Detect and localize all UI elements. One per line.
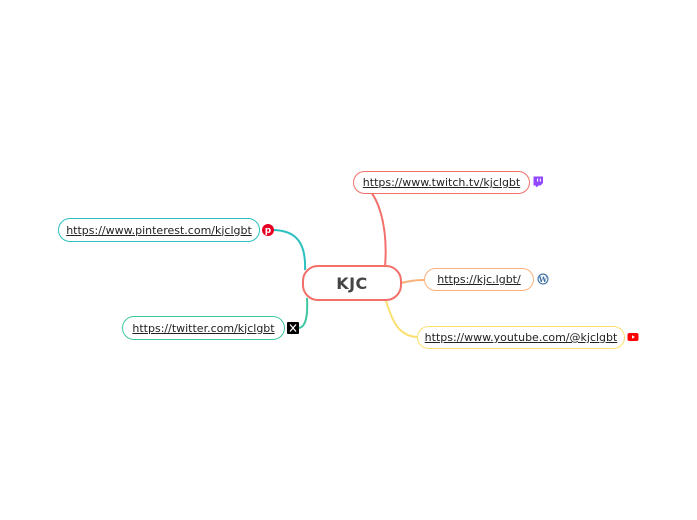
- website-link[interactable]: https://kjc.lgbt/: [437, 273, 521, 286]
- connector-youtube: [385, 300, 418, 338]
- svg-text:W: W: [538, 275, 548, 284]
- connector-website: [400, 279, 425, 284]
- branch-twitter[interactable]: https://twitter.com/kjclgbt: [122, 316, 285, 340]
- pinterest-icon[interactable]: p: [262, 224, 274, 236]
- branch-youtube[interactable]: https://www.youtube.com/@kjclgbt: [417, 326, 625, 349]
- svg-text:p: p: [265, 226, 272, 236]
- youtube-icon[interactable]: [627, 331, 639, 343]
- pinterest-link[interactable]: https://www.pinterest.com/kjclgbt: [66, 223, 252, 237]
- branch-website[interactable]: https://kjc.lgbt/: [424, 268, 534, 291]
- branch-pinterest[interactable]: https://www.pinterest.com/kjclgbt: [58, 218, 260, 242]
- youtube-link[interactable]: https://www.youtube.com/@kjclgbt: [424, 331, 618, 344]
- wordpress-icon[interactable]: W: [537, 273, 549, 285]
- connector-twitch: [353, 181, 387, 268]
- twitter-link[interactable]: https://twitter.com/kjclgbt: [132, 321, 275, 335]
- x-icon[interactable]: [287, 322, 299, 334]
- central-topic[interactable]: KJC: [302, 265, 402, 301]
- twitch-icon[interactable]: [532, 176, 544, 188]
- twitch-link[interactable]: https://www.twitch.tv/kjclgbt: [362, 176, 521, 189]
- branch-twitch[interactable]: https://www.twitch.tv/kjclgbt: [353, 171, 530, 194]
- central-topic-label: KJC: [336, 273, 368, 293]
- connector-pinterest: [271, 229, 307, 271]
- connector-twitter: [297, 297, 309, 329]
